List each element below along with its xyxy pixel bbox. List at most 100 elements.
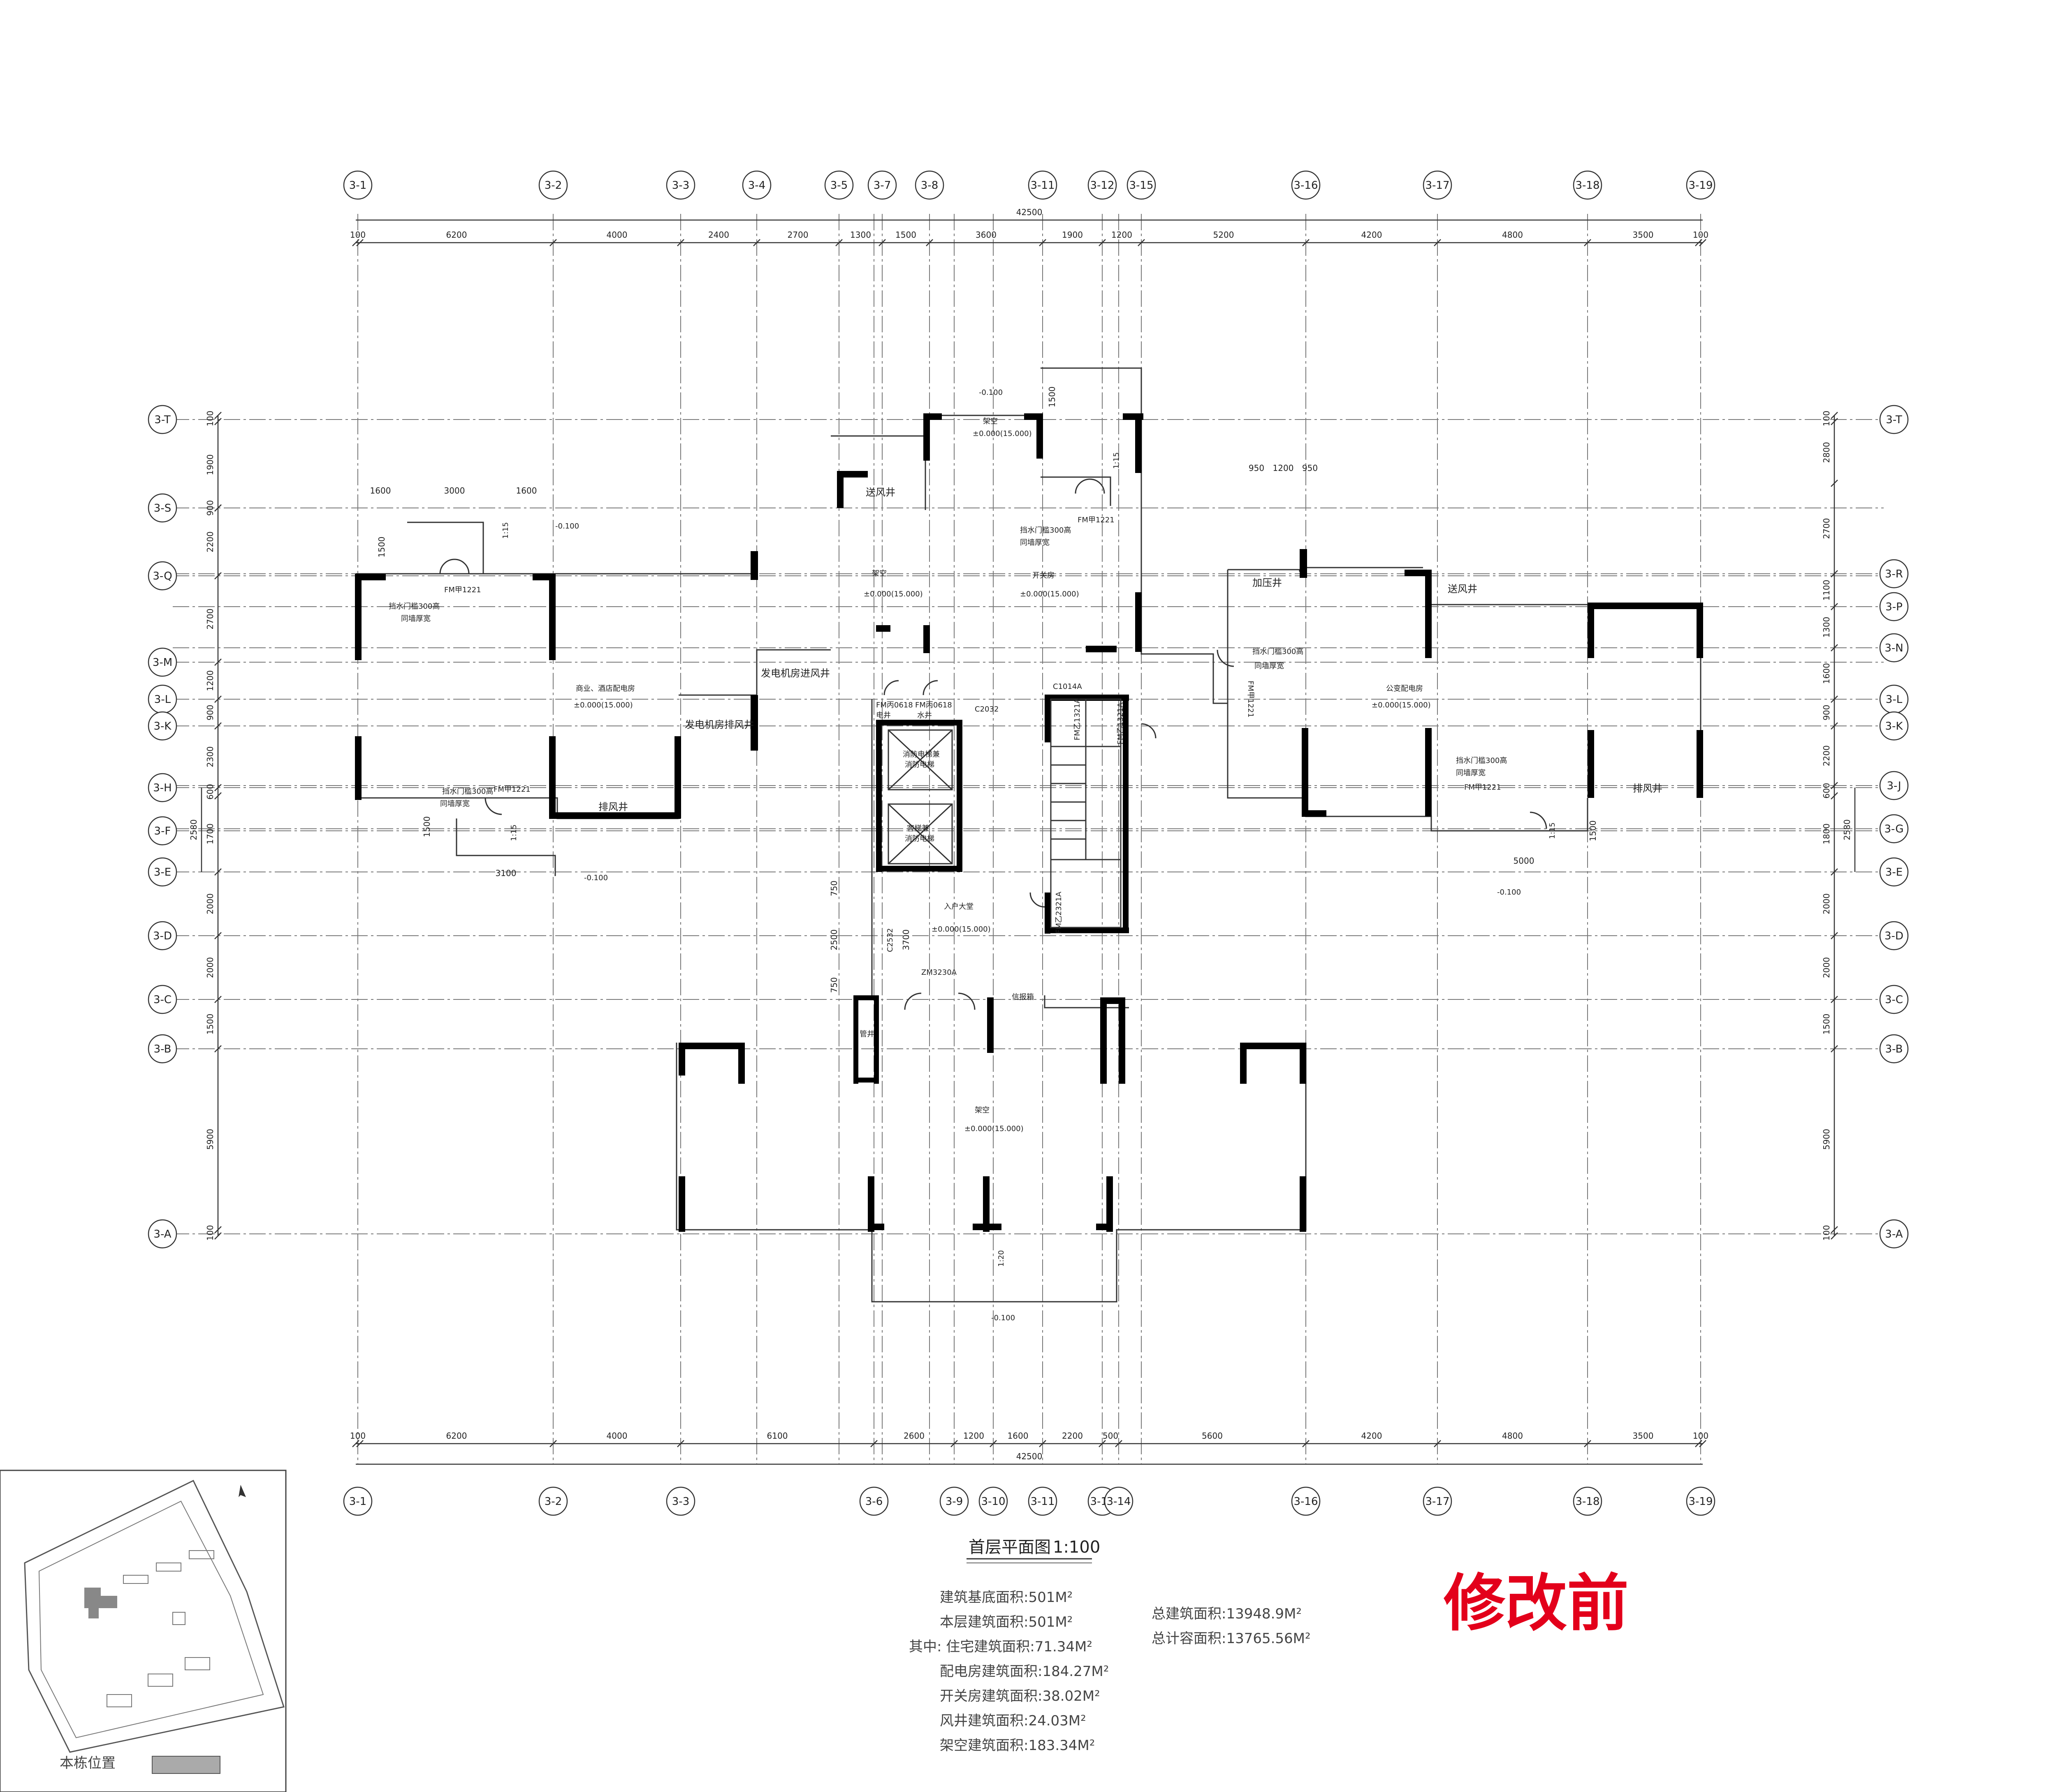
dimension-value: 100 — [1693, 1431, 1708, 1441]
axis-label: 3-8 — [921, 179, 938, 192]
stat-line: 其中: 住宅建筑面积:71.34M² — [909, 1639, 1092, 1655]
annotation: 挡水门槛300高 — [389, 602, 440, 611]
local-dimension-value: 1500 — [422, 816, 432, 837]
axis-bubble — [1028, 1486, 1057, 1516]
dimension-value: 4800 — [1502, 230, 1523, 240]
axis-label: 3-K — [1885, 720, 1903, 733]
dimension-tick — [1831, 603, 1838, 610]
dimension-value: 100 — [205, 1225, 215, 1240]
dimension-value: 1500 — [205, 1014, 215, 1035]
axis-label: 3-D — [1884, 930, 1903, 942]
axis-bubble — [666, 170, 695, 200]
room-label: 架空 — [983, 417, 998, 426]
title-block: 首层平面图 1:100 — [967, 1538, 1100, 1563]
axis-label: 3-10 — [981, 1495, 1005, 1508]
axis-bubble — [1104, 1486, 1133, 1516]
axis-bubble — [1879, 771, 1909, 800]
local-dimension-value: 950 — [1302, 463, 1318, 473]
door-tag: FM甲1221 — [1078, 516, 1115, 524]
dimension-tick — [214, 572, 222, 580]
dimension-tick — [878, 239, 886, 246]
axis-label: 3-19 — [1688, 179, 1713, 192]
dimension-tick — [214, 1045, 222, 1052]
axis-label: 3-6 — [865, 1495, 883, 1508]
level-mark: -0.100 — [584, 874, 608, 882]
axis-label: 3-S — [154, 502, 171, 515]
dimension-tick — [1699, 1440, 1706, 1447]
dimension-value: 100 — [350, 1431, 366, 1441]
room-label: 送风井 — [866, 487, 895, 498]
dimension-tick — [835, 239, 843, 246]
slope-mark: 1:15 — [1548, 823, 1557, 839]
local-dimension-value: 950 — [1249, 463, 1264, 473]
local-dimension-value: 1500 — [1047, 387, 1057, 408]
dimension-value: 2600 — [904, 1431, 925, 1441]
door-tag: FM甲1221 — [494, 785, 531, 794]
window-tag: C2032 — [975, 705, 999, 714]
room-level: ±0.000(15.000) — [964, 1124, 1024, 1133]
axis-bubble — [538, 170, 568, 200]
level-mark: -0.100 — [555, 522, 579, 531]
dimension-tick — [1831, 996, 1838, 1003]
axis-bubble — [148, 816, 177, 846]
dimension-tick — [214, 784, 222, 791]
dimension-tick — [214, 996, 222, 1003]
stat-total: 总计容面积:13765.56M² — [1152, 1630, 1311, 1647]
dimension-value: 100 — [1822, 1225, 1831, 1240]
axis-bubble — [867, 170, 897, 200]
axis-bubble — [939, 1486, 969, 1516]
dimension-value: 6100 — [767, 1431, 788, 1441]
axis-label: 3-5 — [830, 179, 848, 192]
axis-bubble — [1879, 985, 1909, 1014]
dimension-tick — [1831, 412, 1838, 419]
dimension-tick — [870, 1440, 878, 1447]
axis-label: 3-H — [153, 782, 172, 794]
dimension-tick — [1831, 1226, 1838, 1233]
dimension-total: 42500 — [1016, 1451, 1043, 1461]
dimension-value: 3500 — [1633, 230, 1654, 240]
axis-bubble — [148, 561, 177, 591]
axis-label: 3-18 — [1575, 1495, 1599, 1508]
dimension-tick — [1831, 932, 1838, 939]
dimension-tick — [356, 1440, 364, 1447]
local-dimension-value: 750 — [829, 977, 839, 993]
level-mark: -0.100 — [1497, 888, 1521, 897]
doors — [439, 478, 1547, 1010]
dimension-tick — [926, 239, 933, 246]
dimension-value: 900 — [1822, 705, 1831, 720]
dimension-value: 1500 — [895, 230, 916, 240]
drawing-title: 首层平面图 — [969, 1538, 1051, 1557]
dimension-value: 4200 — [1361, 1431, 1382, 1441]
axis-bubble — [148, 921, 177, 950]
axis-bubble — [343, 170, 373, 200]
local-dimension-value: 3100 — [496, 868, 517, 878]
dimension-tick — [1099, 239, 1106, 246]
axis-label: 3-G — [1884, 823, 1903, 835]
axis-label: 3-16 — [1293, 1495, 1318, 1508]
axis-label: 3-9 — [946, 1495, 963, 1508]
door-tag: ZM3230A — [921, 968, 957, 977]
axis-label: 3-E — [154, 866, 171, 879]
local-dimension-value: 1200 — [1273, 463, 1294, 473]
door-sub: 电井 — [876, 711, 891, 720]
axis-bubble — [1879, 633, 1909, 663]
dimension-value: 1500 — [1822, 1014, 1831, 1035]
dimension-value: 1600 — [1822, 663, 1831, 684]
axis-label: 3-7 — [874, 179, 891, 192]
axis-label: 3-3 — [672, 1495, 689, 1508]
axis-label: 3-J — [1887, 780, 1901, 792]
dimension-tick — [214, 658, 222, 666]
axis-bubble — [1879, 559, 1909, 589]
stat-line: 风井建筑面积:24.03M² — [940, 1713, 1086, 1729]
axis-bubble — [148, 985, 177, 1014]
annotation: 挡水门槛300高 — [1020, 526, 1071, 535]
axis-label: 3-R — [1885, 568, 1903, 580]
axis-bubble — [148, 773, 177, 802]
axis-bubble — [1573, 170, 1602, 200]
dimension-value: 3500 — [1633, 1431, 1654, 1441]
axis-label: 3-2 — [545, 179, 562, 192]
key-plan-label: 本栋位置 — [60, 1755, 116, 1771]
axis-bubble — [1127, 170, 1156, 200]
dimension-value: 4000 — [607, 230, 628, 240]
